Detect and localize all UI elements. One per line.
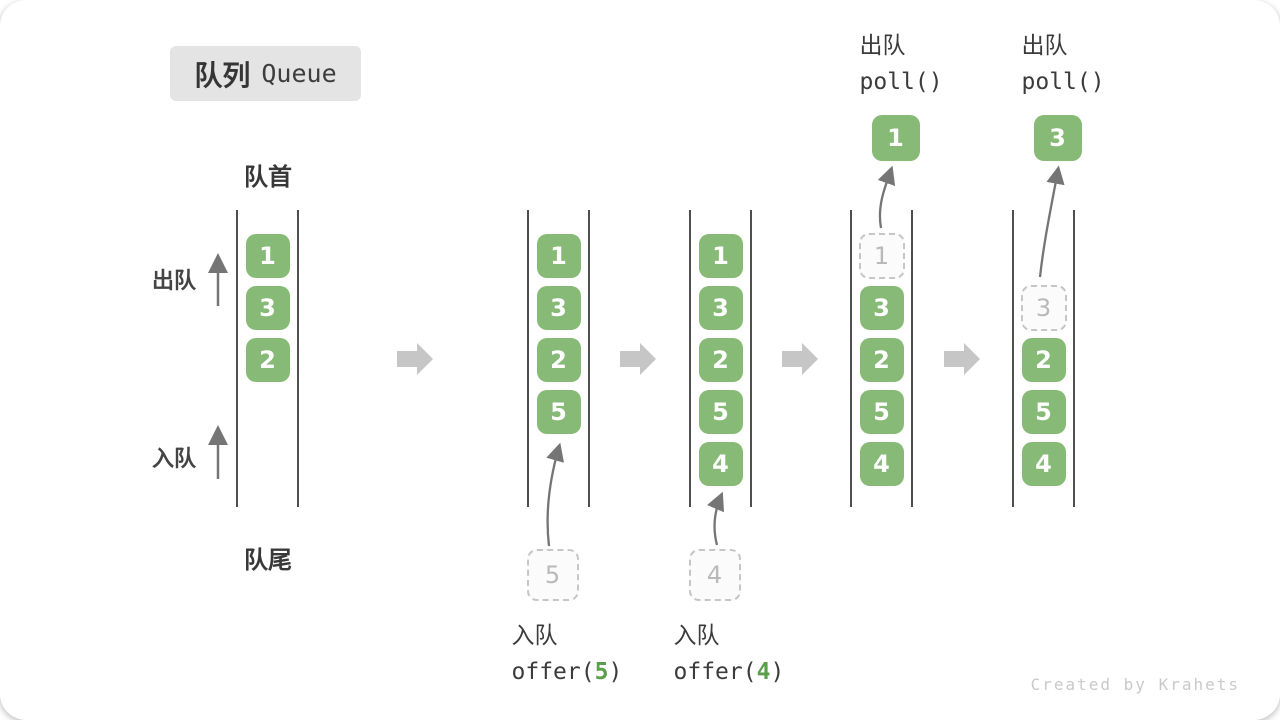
dequeue-op-chinese: 出队 bbox=[859, 32, 906, 58]
incoming-item: 5 bbox=[526, 549, 579, 601]
dequeue-op-chinese: 出队 bbox=[1021, 32, 1068, 58]
dequeue-side-label: 出队 bbox=[152, 268, 197, 293]
queue-cell: 4 bbox=[859, 442, 904, 486]
channel-line-right bbox=[588, 210, 590, 507]
channel-line-right bbox=[911, 210, 913, 507]
channel-line-right bbox=[750, 210, 752, 507]
queue-cell: 3 bbox=[536, 286, 581, 330]
dequeue-1-arrow-icon bbox=[877, 165, 896, 229]
queue-cell: 3 bbox=[245, 286, 290, 330]
channel-line-left bbox=[527, 210, 529, 507]
enqueue-op-chinese: 入队 bbox=[511, 622, 558, 648]
enqueue-op-code: offer(4) bbox=[673, 659, 785, 685]
enqueue-4-arrow-icon bbox=[707, 491, 725, 546]
queue-cell: 5 bbox=[859, 390, 904, 434]
title-badge: 队列 Queue bbox=[170, 46, 361, 101]
queue-cell: 3 bbox=[698, 286, 743, 330]
enqueue-op-arg: 5 bbox=[594, 659, 609, 685]
watermark: Created by Krahets bbox=[1030, 675, 1240, 694]
queue-cell: 5 bbox=[698, 390, 743, 434]
dequeue-op-code: poll() bbox=[859, 69, 943, 95]
enqueue-op-label: 入队 offer(5) bbox=[512, 617, 623, 691]
queue-cell: 4 bbox=[698, 442, 743, 486]
channel-line-left bbox=[850, 210, 852, 507]
title-chinese: 队列 bbox=[194, 59, 251, 91]
title-english: Queue bbox=[261, 59, 337, 88]
outgoing-item: 3 bbox=[1033, 115, 1082, 161]
enqueue-op-label: 入队 offer(4) bbox=[674, 617, 785, 691]
dequeue-op-label: 出队 poll() bbox=[860, 27, 943, 101]
next-state-arrow-icon bbox=[397, 343, 433, 375]
enqueue-op-arg: 4 bbox=[756, 659, 771, 685]
dequeue-3-arrow-icon bbox=[1038, 165, 1065, 278]
enqueue-op-code: offer(5) bbox=[511, 659, 623, 685]
queue-cell: 2 bbox=[1021, 338, 1066, 382]
channel-line-left bbox=[689, 210, 691, 507]
outgoing-item: 1 bbox=[871, 115, 920, 161]
dequeue-op-code: poll() bbox=[1021, 69, 1105, 95]
enqueue-5-arrow-icon bbox=[546, 442, 564, 547]
channel-line-right bbox=[1073, 210, 1075, 507]
enqueue-side-label: 入队 bbox=[152, 446, 197, 471]
queue-cell: 1 bbox=[536, 234, 581, 278]
queue-cell: 1 bbox=[698, 234, 743, 278]
queue-cell-dashed: 3 bbox=[1020, 285, 1067, 331]
queue-cell: 4 bbox=[1021, 442, 1066, 486]
channel-line-left bbox=[236, 210, 238, 507]
queue-cell: 2 bbox=[859, 338, 904, 382]
queue-cell: 1 bbox=[245, 234, 290, 278]
queue-cell: 2 bbox=[245, 338, 290, 382]
queue-cell: 5 bbox=[536, 390, 581, 434]
next-state-arrow-icon bbox=[944, 343, 980, 375]
queue-rear-label: 队尾 bbox=[244, 547, 292, 574]
queue-cell: 3 bbox=[859, 286, 904, 330]
queue-cell: 2 bbox=[536, 338, 581, 382]
next-state-arrow-icon bbox=[782, 343, 818, 375]
enqueue-op-chinese: 入队 bbox=[673, 622, 720, 648]
channel-line-right bbox=[297, 210, 299, 507]
next-state-arrow-icon bbox=[620, 343, 656, 375]
incoming-item: 4 bbox=[688, 549, 741, 601]
channel-line-left bbox=[1012, 210, 1014, 507]
queue-cell: 5 bbox=[1021, 390, 1066, 434]
queue-cell: 2 bbox=[698, 338, 743, 382]
queue-front-label: 队首 bbox=[244, 164, 292, 191]
queue-cell-dashed: 1 bbox=[858, 233, 905, 279]
dequeue-op-label: 出队 poll() bbox=[1022, 27, 1105, 101]
